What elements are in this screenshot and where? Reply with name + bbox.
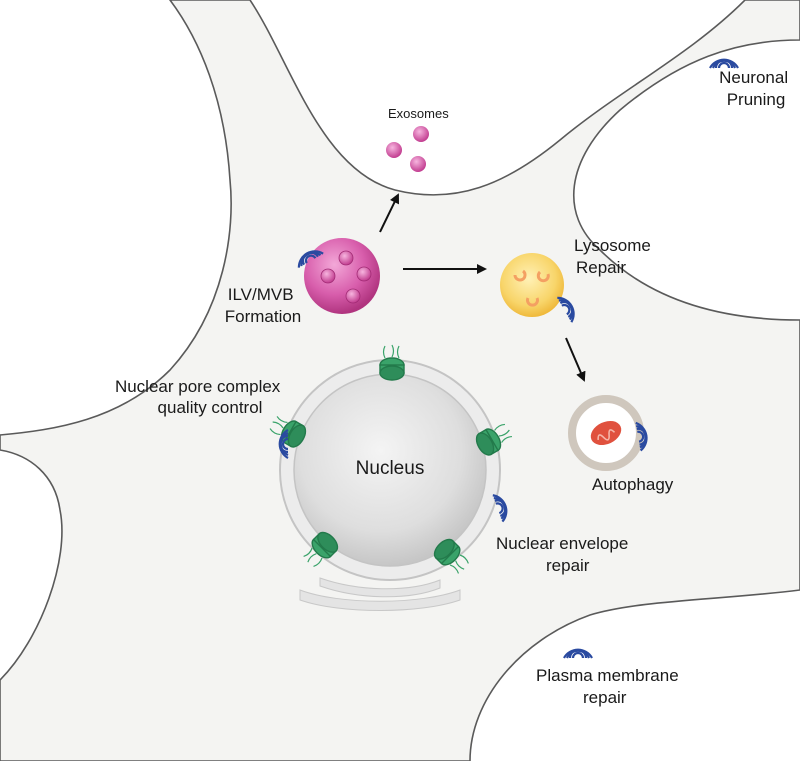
npc-bottom-right [433, 538, 469, 574]
label-plasma-membrane-repair: Plasma membrane repair [536, 666, 683, 707]
escrt-spiral-icon [635, 421, 648, 452]
label-autophagy: Autophagy [592, 475, 674, 494]
escrt-spiral-icon [709, 58, 739, 69]
arrow-to-exosomes [379, 193, 399, 233]
autophagosome [568, 395, 644, 471]
npc-bottom-left [303, 531, 339, 567]
npc-left [269, 416, 307, 448]
npc-right [475, 423, 513, 456]
npc-top [379, 344, 405, 381]
label-lysosome-repair: Lysosome Repair [574, 236, 656, 277]
escrt-spiral-icon [297, 250, 324, 268]
label-npc-quality-control: Nuclear pore complex quality control [115, 377, 285, 417]
label-exosomes: Exosomes [388, 106, 449, 121]
nucleus-organelle [279, 359, 501, 581]
label-nucleus: Nucleus [356, 458, 425, 479]
lysosome-organelle [500, 253, 564, 317]
arrow-to-autophagy [565, 337, 586, 382]
endoplasmic-reticulum [299, 577, 461, 611]
escrt-spiral-icon [563, 648, 593, 659]
label-neuronal-pruning: Neuronal Pruning [719, 68, 793, 109]
mvb-organelle [304, 238, 380, 314]
escrt-spiral-icon [492, 494, 508, 523]
escrt-spiral-icon [278, 429, 289, 459]
escrt-spiral-icon [557, 296, 575, 323]
label-nuclear-envelope-repair: Nuclear envelope repair [496, 534, 633, 575]
label-ilv-mvb-formation: ILV/MVB Formation [225, 285, 302, 326]
exosome-vesicles [386, 126, 429, 172]
